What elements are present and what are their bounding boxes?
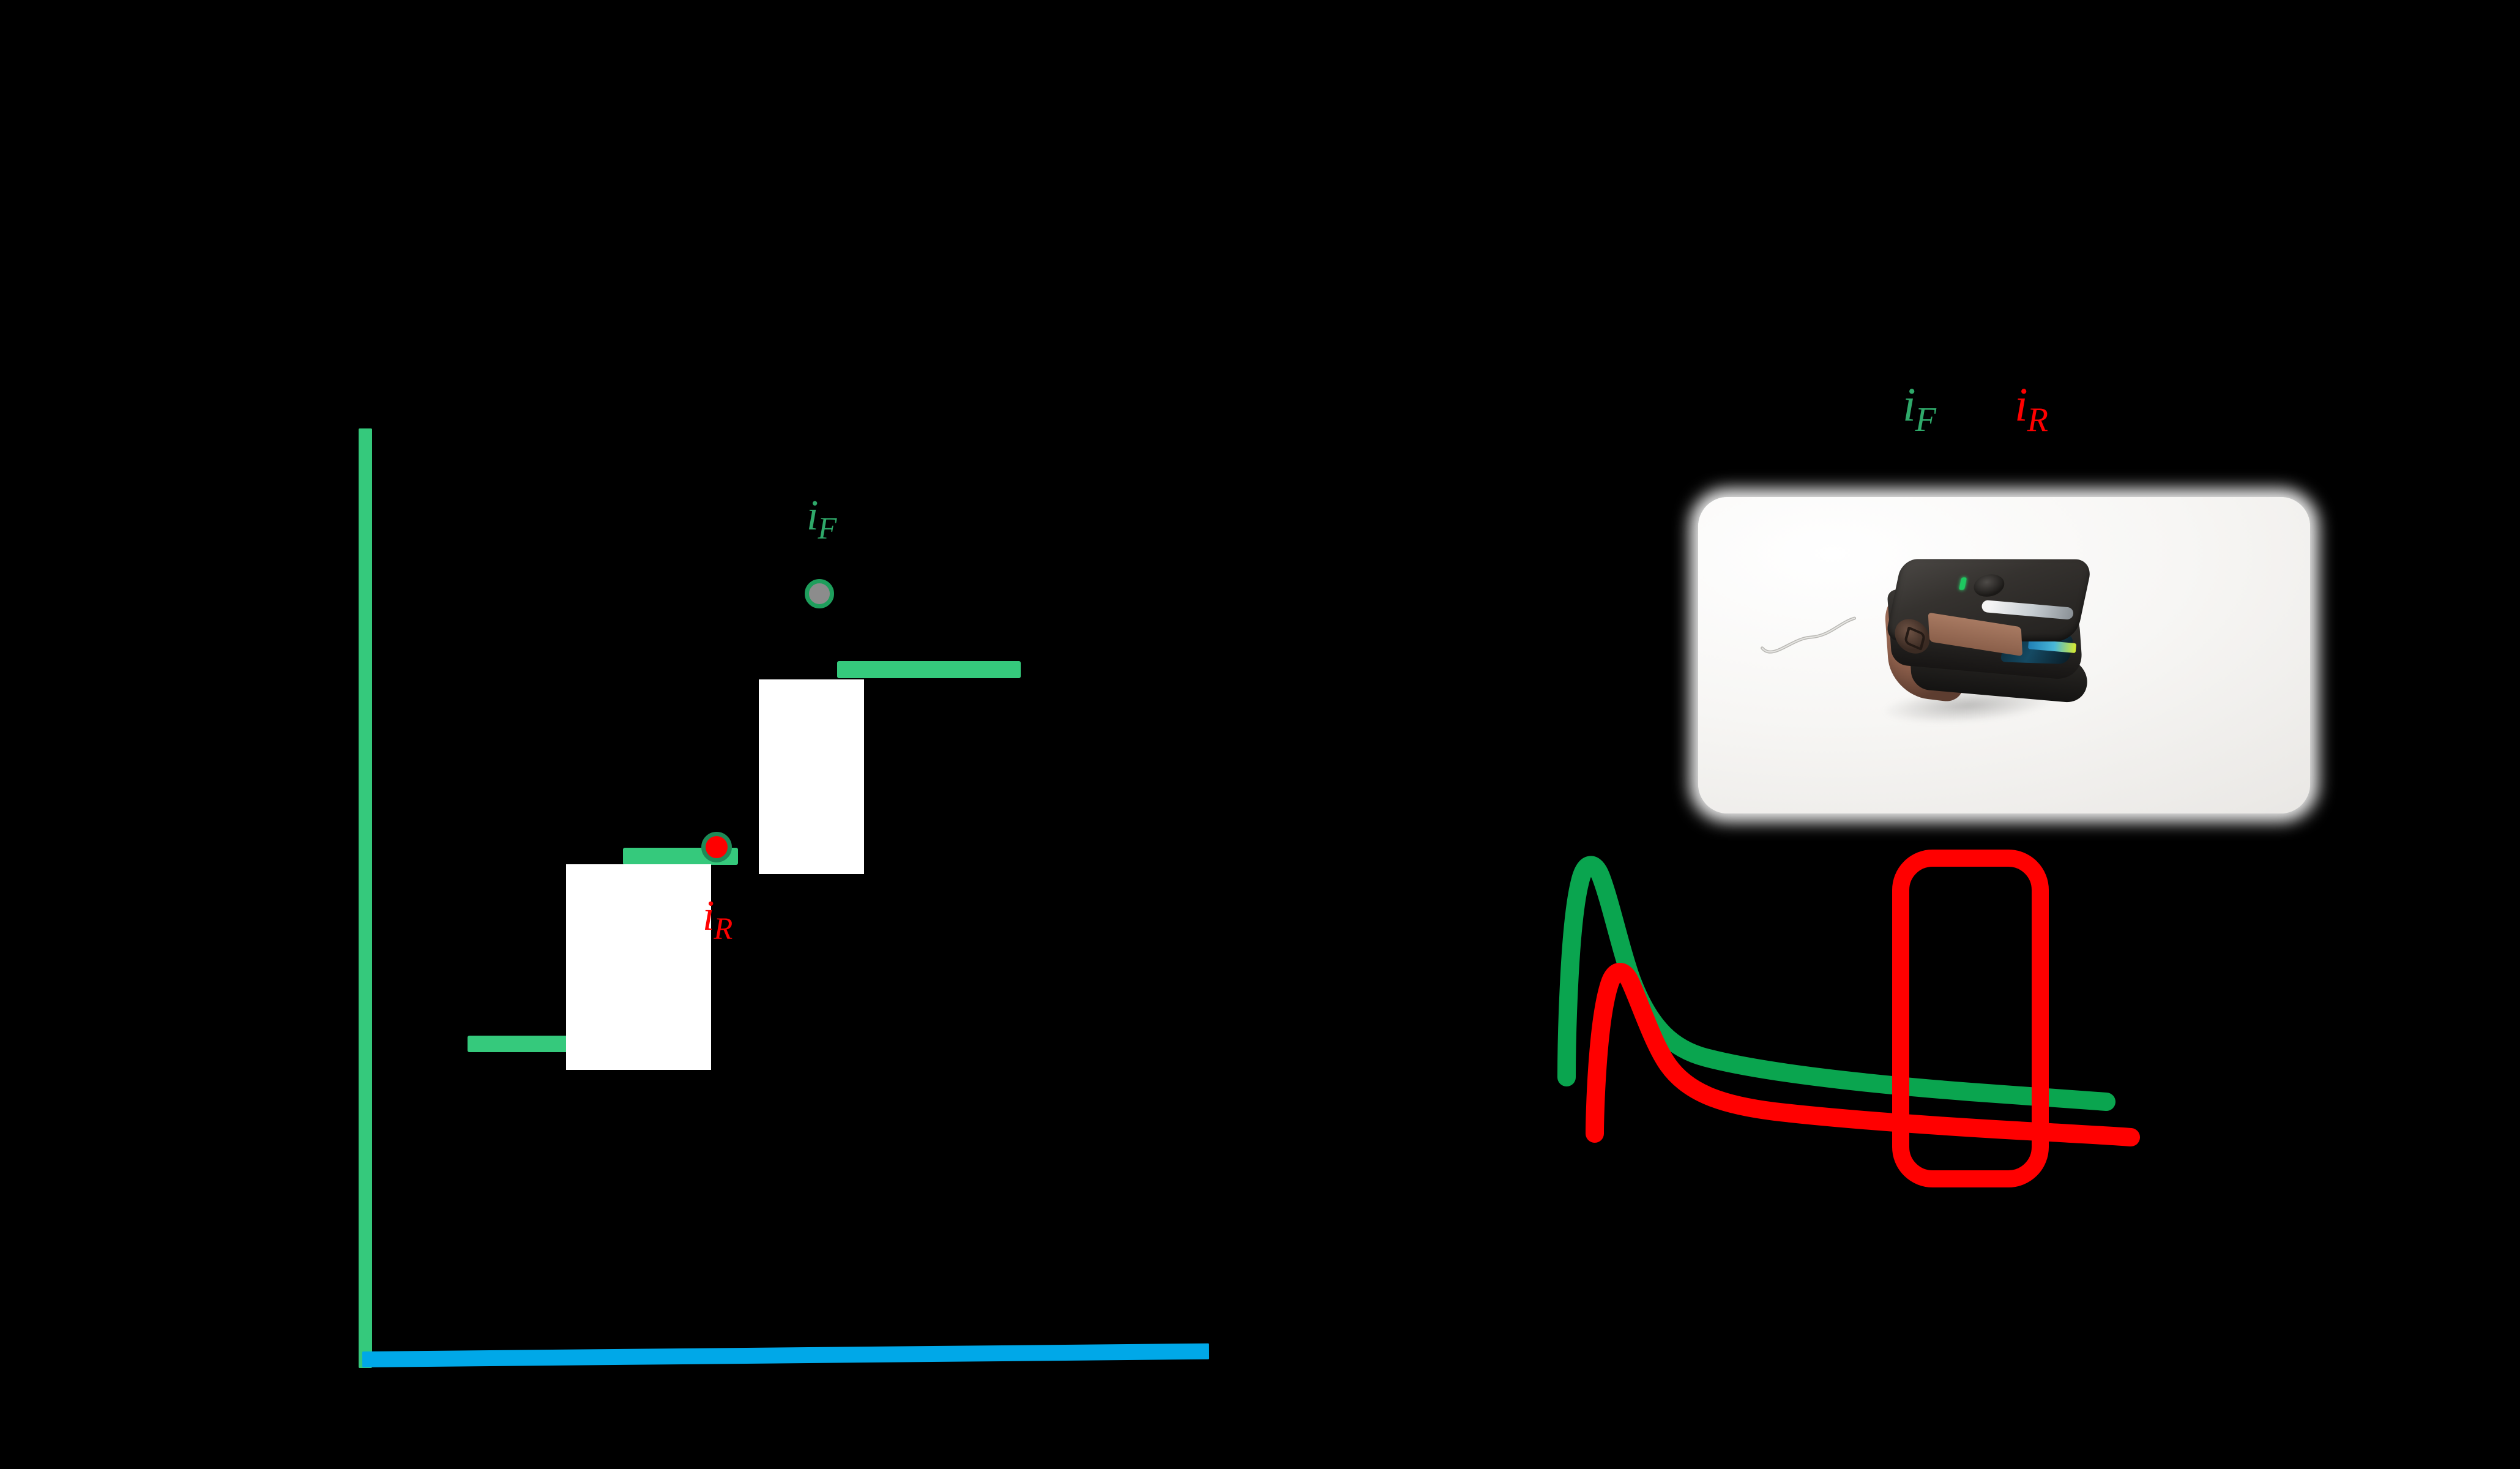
curve-forward-current <box>1557 856 2116 1111</box>
legend-forward-current: iF <box>1903 378 1937 437</box>
legend-forward-subscript: F <box>1915 400 1936 439</box>
device-photo-card <box>1698 497 2310 813</box>
y-axis-line <box>359 428 372 1368</box>
pulse-oximeter-device <box>1761 552 2108 753</box>
label-reverse-current: iR <box>703 892 733 944</box>
label-forward-current: iF <box>807 492 837 544</box>
device-cable-icon <box>1761 616 1857 654</box>
step-segment-low <box>468 1036 570 1052</box>
left-panel-staircase: iF iR <box>359 428 1210 1368</box>
right-panel-device-and-curves: iF iR <box>1469 0 2520 1469</box>
legend-reverse-base: i <box>2015 378 2028 431</box>
decay-curve-plot <box>1557 850 2140 1187</box>
legend-forward-base: i <box>1903 378 1916 431</box>
marker-forward-current[interactable] <box>805 579 834 608</box>
label-forward-base: i <box>807 492 819 539</box>
curve-reverse-current <box>1586 963 2140 1146</box>
label-reverse-base: i <box>703 892 715 940</box>
x-axis-line <box>362 1343 1210 1367</box>
label-forward-subscript: F <box>818 511 837 546</box>
step-segment-high <box>837 661 1021 678</box>
marker-reverse-current[interactable] <box>701 832 732 862</box>
occluder-rect-lower <box>566 864 711 1070</box>
legend-reverse-current: iR <box>2015 378 2049 437</box>
label-reverse-subscript: R <box>714 911 733 946</box>
legend-reverse-subscript: R <box>2027 400 2048 439</box>
occluder-rect-upper <box>759 679 864 874</box>
steady-state-highlight-box[interactable] <box>1892 850 2049 1187</box>
